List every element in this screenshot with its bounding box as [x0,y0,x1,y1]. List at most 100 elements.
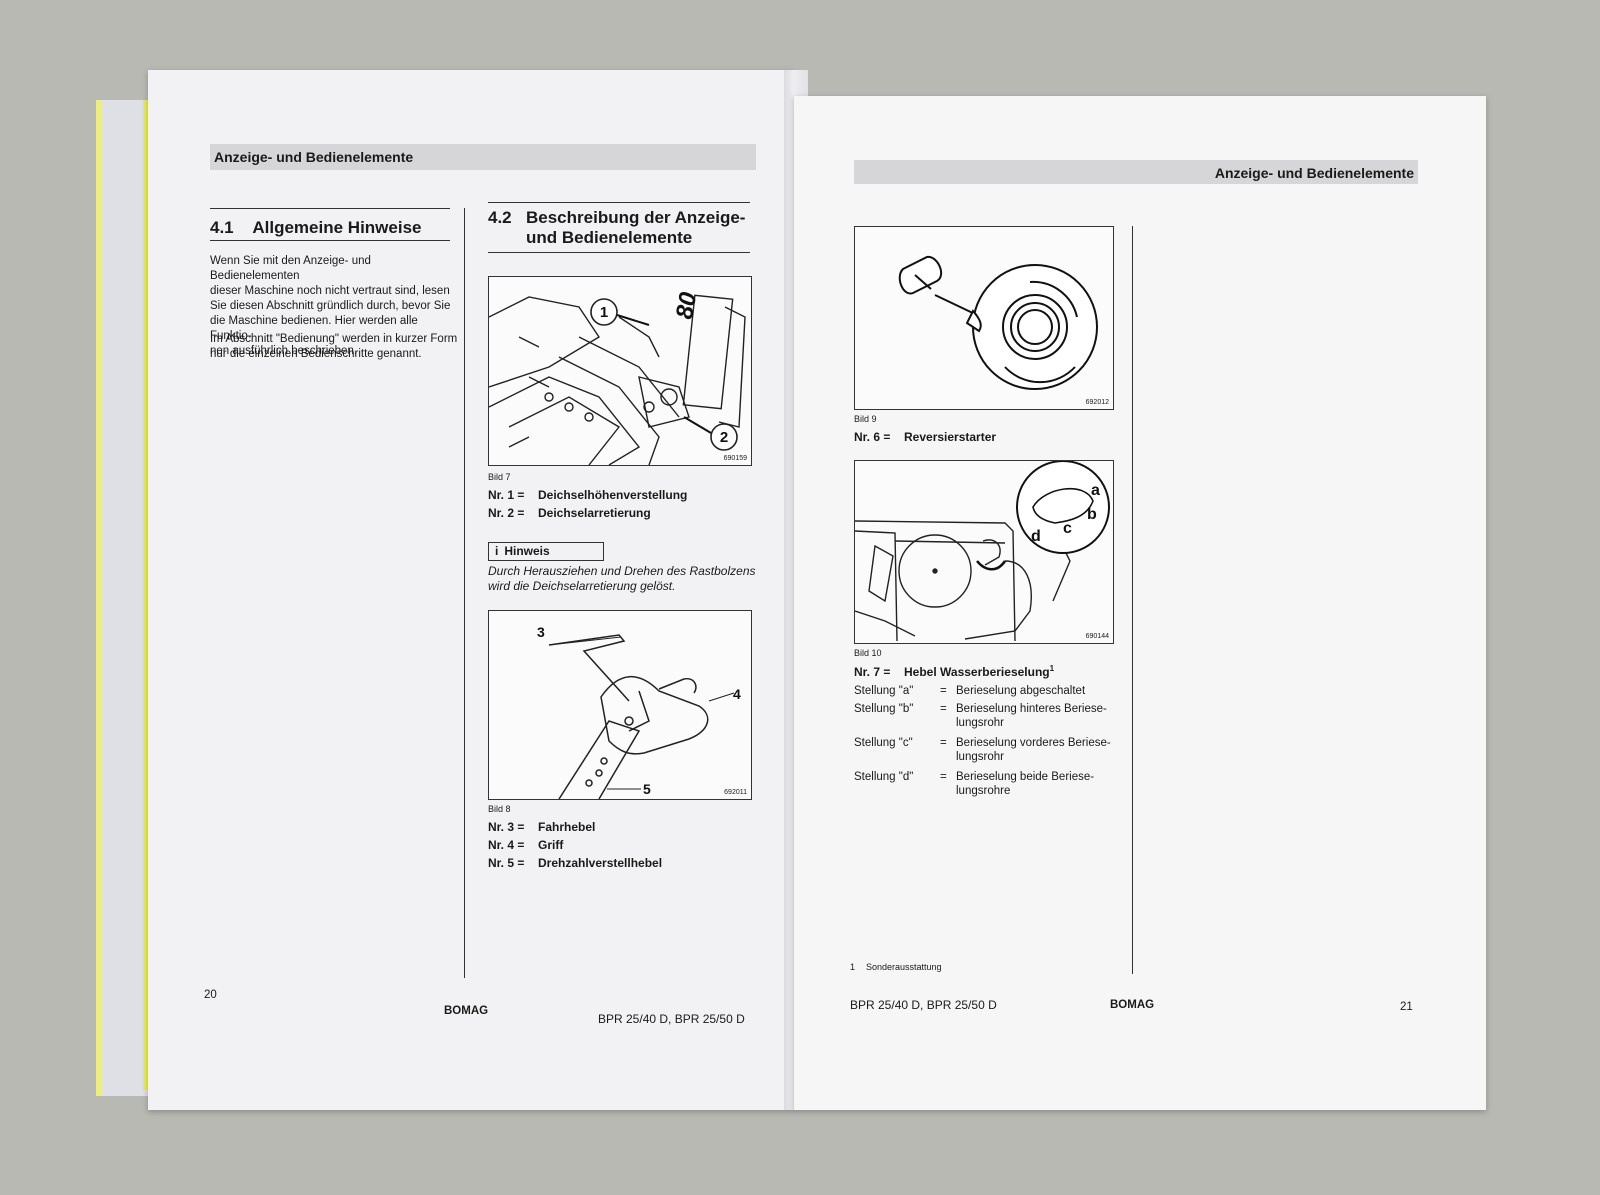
item-number: Nr. 7 = [854,665,891,679]
handle-drawing: 3 4 5 [537,624,741,799]
page-header-left: Anzeige- und Bedienelemente [210,144,756,170]
column-divider [464,208,465,978]
figure-9: 692012 [854,226,1114,410]
item-nr-1: Nr. 1 = Deichselhöhenverstellung [488,488,687,502]
callout-3: 3 [537,624,545,640]
footnote-ref: 1 [1049,664,1055,673]
position-label: Stellung "a" [854,685,914,697]
text-line: die Maschine bedienen. Hier werden alle … [210,315,418,342]
brand-name: BOMAG [444,1005,489,1017]
text-line: Im Abschnitt "Bedienung" werden in kurze… [210,333,458,345]
reversing-starter-drawing [898,255,1098,390]
rule [210,240,450,241]
position-text: lungsrohr [956,717,1004,729]
section-number: 4.2 [488,208,512,227]
header-text: Anzeige- und Bedienelemente [1214,165,1414,181]
spine-edge-yellow [143,100,151,1090]
position-label: Stellung "c" [854,737,913,749]
model-name: BPR 25/40 D, BPR 25/50 D [598,1012,745,1026]
note-title: Hinweis [504,544,550,558]
figure-10-caption: Bild 10 [854,648,882,658]
machine-drawing: 1 2 80 [489,290,746,465]
item-text: Drehzahlverstellhebel [538,856,663,870]
item-nr-6: Nr. 6 = Reversierstarter [854,430,996,444]
position-label: Stellung "d" [854,771,914,783]
item-text: Griff [538,838,564,852]
note-text: Durch Herausziehen und Drehen des Rastbo… [488,564,758,594]
book-spine [96,100,148,1096]
item-number: Nr. 3 = [488,820,525,834]
position-text: Berieselung hinteres Beriese- [956,703,1107,715]
intro-paragraph: Wenn Sie mit den Anzeige- und Bedienelem… [210,254,460,359]
info-icon: i [495,544,499,558]
model-name: BPR 25/40 D, BPR 25/50 D [850,998,997,1012]
equals: = [940,685,947,697]
item-number: Nr. 5 = [488,856,525,870]
item-nr-2: Nr. 2 = Deichselarretierung [488,506,651,520]
item-nr-5: Nr. 5 = Drehzahlverstellhebel [488,856,662,870]
text-line: Durch Herausziehen und Drehen des Rastbo… [488,564,756,578]
section-4-2-heading: 4.2 Beschreibung der Anzeige- und Bediene… [488,208,745,248]
item-nr-3: Nr. 3 = Fahrhebel [488,820,595,834]
footnote-text: Sonderausstattung [866,962,942,972]
callout-c: c [1063,520,1072,537]
figure-id: 692012 [1085,399,1109,406]
figure-id: 690159 [723,455,747,462]
item-number: Nr. 2 = [488,506,525,520]
item-nr-4: Nr. 4 = Griff [488,838,563,852]
equals: = [940,703,947,715]
callout-a: a [1091,482,1100,499]
callout-2: 2 [720,429,728,446]
rule [488,202,750,203]
text-line: Wenn Sie mit den Anzeige- und Bedienelem… [210,255,371,282]
figure-id: 690144 [1085,633,1109,640]
text-line: dieser Maschine noch nicht vertraut sind… [210,285,450,297]
callout-4: 4 [733,686,741,702]
page-number: 21 [1400,1001,1413,1013]
figure-8-caption: Bild 8 [488,804,511,814]
header-text: Anzeige- und Bedienelemente [214,149,414,165]
position-text: lungsrohre [956,785,1011,797]
rule [488,252,750,253]
figure-9-caption: Bild 9 [854,414,877,424]
item-text: Deichselhöhenverstellung [538,488,688,502]
item-number: Nr. 4 = [488,838,525,852]
figure-id: 692011 [724,789,747,796]
position-row-a: Stellung "a" = Berieselung abgeschaltet [854,684,1085,698]
figure-10: a b c d 690144 [854,460,1114,644]
position-row-d: Stellung "d"=Berieselung beide Beriese- … [854,770,1094,798]
text-line: wird die Deichselarretierung gelöst. [488,579,676,593]
left-page: Anzeige- und Bedienelemente 4.1 Allgemei… [148,70,794,1110]
item-text: Fahrhebel [538,820,596,834]
callout-b: b [1087,506,1097,523]
column-divider [1132,226,1133,974]
item-text: Hebel Wasserberieselung [904,665,1050,679]
text-line: nen ausführlich beschrieben. [210,345,358,357]
position-text: Berieselung abgeschaltet [956,685,1086,697]
position-text: Berieselung beide Beriese- [956,771,1095,783]
section-title-line: und Bedienelemente [526,228,693,247]
page-header-right: Anzeige- und Bedienelemente [854,160,1418,184]
item-text: Deichselarretierung [538,506,651,520]
position-label: Stellung "b" [854,703,914,715]
spine-edge [96,100,102,1096]
item-nr-7: Nr. 7 = Hebel Wasserberieselung1 [854,664,1054,679]
position-row-b: Stellung "b" = Berieselung hinteres Beries… [854,702,1107,730]
page-number: 20 [204,989,217,1001]
note-box: i Hinweis [488,542,604,561]
equals: = [940,771,947,783]
figure-7-caption: Bild 7 [488,472,511,482]
position-text: Berieselung vorderes Beriese- [956,737,1111,749]
equals: = [940,737,947,749]
item-number: Nr. 6 = [854,430,891,444]
text-line: Sie diesen Abschnitt gründlich durch, be… [210,300,451,312]
section-title-line: Beschreibung der Anzeige- [526,208,746,227]
position-row-c: Stellung "c" = Berieselung vorderes Beries… [854,736,1111,764]
item-number: Nr. 1 = [488,488,525,502]
item-text: Reversierstarter [904,430,997,444]
footnote-number: 1 [850,962,856,972]
callout-5: 5 [643,781,651,797]
section-number: 4.1 [210,218,234,237]
intro-paragraph-2: Im Abschnitt "Bedienung" werden in kurze… [210,332,460,362]
decal-80: 80 [671,290,702,322]
